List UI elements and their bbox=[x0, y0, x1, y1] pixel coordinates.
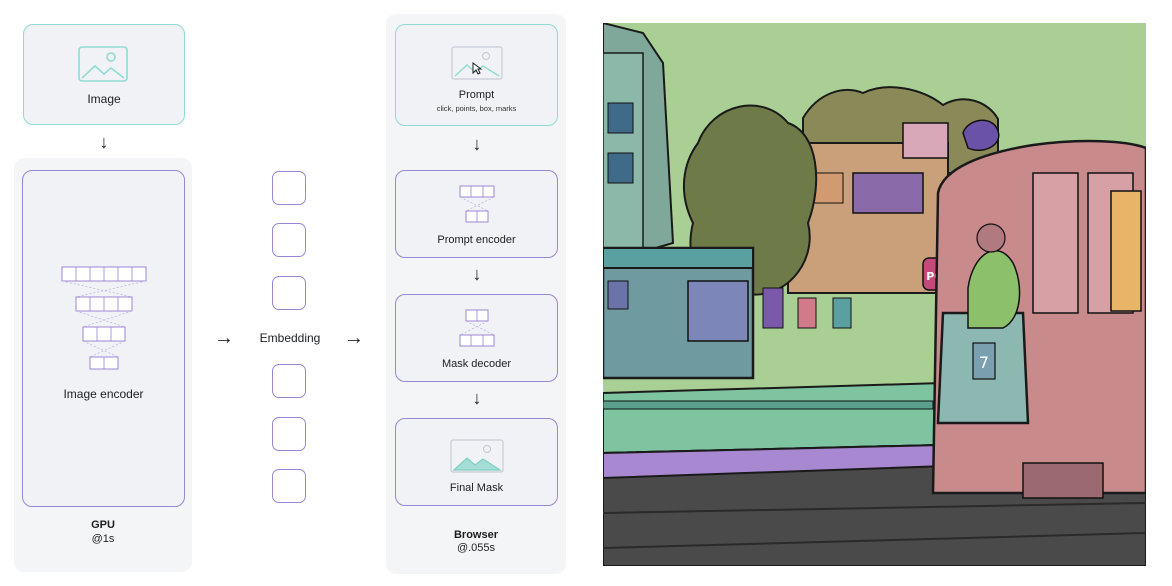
final-mask-node[interactable]: Final Mask bbox=[395, 418, 558, 506]
gpu-timing: @1s bbox=[91, 533, 115, 545]
embedding-block-3 bbox=[272, 276, 306, 310]
image-node[interactable]: Image bbox=[23, 24, 185, 125]
arrow-embedding-to-decoder: → bbox=[344, 327, 364, 349]
prompt-sublabel: click, points, box, marks bbox=[436, 104, 517, 113]
embedding-block-2 bbox=[272, 223, 306, 257]
prompt-encoder-icon bbox=[459, 185, 495, 223]
embedding-block-1 bbox=[272, 171, 306, 205]
arrow-decoder-to-mask: ↓ bbox=[472, 388, 482, 408]
prompt-encoder-label: Prompt encoder bbox=[437, 234, 516, 246]
prompt-image-icon bbox=[451, 46, 503, 80]
encoder-layers-icon bbox=[61, 266, 147, 370]
mask-decoder-node[interactable]: Mask decoder bbox=[395, 294, 558, 382]
final-mask-label: Final Mask bbox=[449, 482, 504, 494]
image-encoder-node[interactable]: Image encoder bbox=[22, 170, 185, 507]
browser-timing: @.055s bbox=[456, 542, 496, 554]
arrow-image-to-encoder: ↓ bbox=[99, 132, 109, 152]
tram-number: 7 bbox=[979, 353, 989, 372]
embedding-block-4 bbox=[272, 364, 306, 398]
prompt-label: Prompt bbox=[458, 89, 495, 101]
segmented-tram-image: POP 7 bbox=[603, 23, 1146, 566]
prompt-encoder-node[interactable]: Prompt encoder bbox=[395, 170, 558, 258]
arrow-prompt-to-encoder: ↓ bbox=[472, 134, 482, 154]
prompt-node[interactable]: Prompt click, points, box, marks bbox=[395, 24, 558, 126]
embedding-label: Embedding bbox=[259, 331, 321, 345]
embedding-block-6 bbox=[272, 469, 306, 503]
mask-decoder-label: Mask decoder bbox=[441, 358, 512, 370]
browser-title: Browser bbox=[453, 529, 499, 541]
arrow-encoder-to-embedding: → bbox=[214, 327, 234, 349]
image-node-label: Image bbox=[87, 92, 121, 106]
arrow-encoder-to-decoder: ↓ bbox=[472, 264, 482, 284]
gpu-title: GPU bbox=[91, 519, 115, 531]
image-encoder-label: Image encoder bbox=[63, 387, 144, 401]
cursor-icon bbox=[472, 62, 483, 75]
embedding-block-5 bbox=[272, 417, 306, 451]
final-mask-icon bbox=[450, 439, 504, 473]
mask-decoder-icon bbox=[459, 309, 495, 347]
image-icon bbox=[78, 46, 128, 82]
